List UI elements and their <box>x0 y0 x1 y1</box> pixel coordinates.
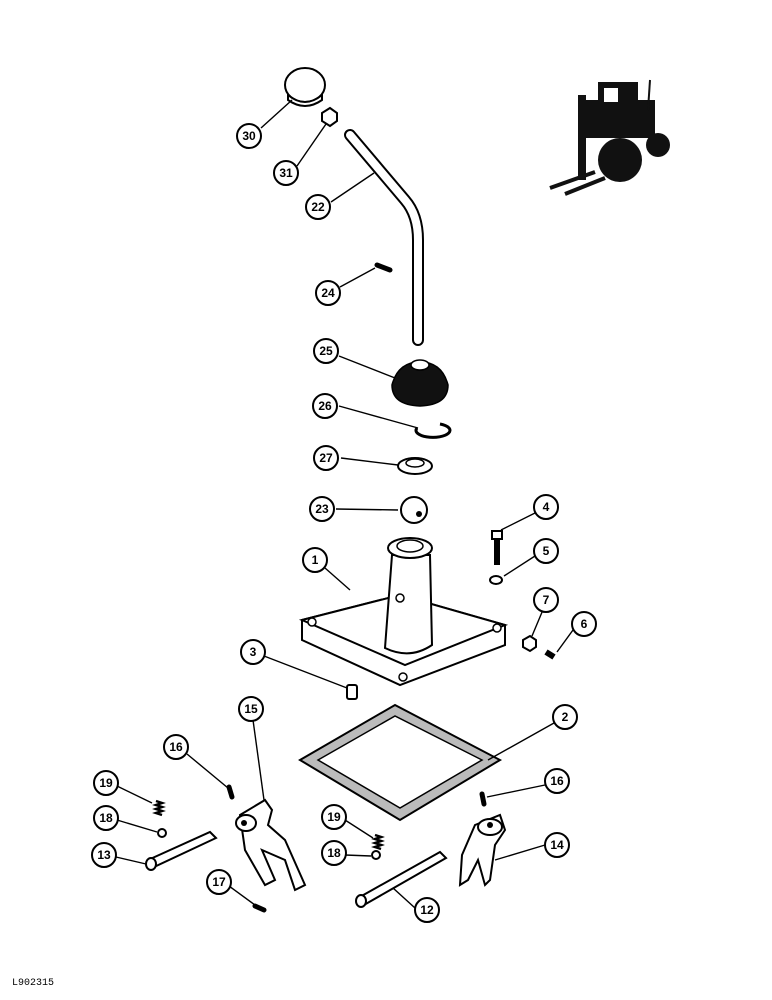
callout-25: 25 <box>313 338 339 364</box>
callout-26: 26 <box>312 393 338 419</box>
svg-text:18: 18 <box>327 846 341 860</box>
svg-text:16: 16 <box>169 740 183 754</box>
gasket <box>298 703 503 822</box>
forklift-thumbnail-icon <box>549 79 670 196</box>
callout-1: 1 <box>302 547 328 573</box>
svg-text:1: 1 <box>312 553 319 567</box>
svg-text:27: 27 <box>319 451 333 465</box>
detent-spring-right <box>371 833 385 851</box>
svg-text:12: 12 <box>420 903 434 917</box>
shift-lever <box>344 129 424 346</box>
roll-pin-left <box>226 784 235 800</box>
svg-text:19: 19 <box>99 776 113 790</box>
callout-18-right: 18 <box>321 840 347 866</box>
bushing <box>397 457 433 475</box>
svg-text:22: 22 <box>311 200 325 214</box>
detent-ball-right <box>371 850 381 860</box>
lock-washer <box>489 575 503 585</box>
shift-knob <box>284 67 326 107</box>
svg-text:16: 16 <box>550 774 564 788</box>
callout-3: 3 <box>240 639 266 665</box>
svg-text:5: 5 <box>543 544 550 558</box>
svg-text:3: 3 <box>250 645 257 659</box>
reference-code: L902315 <box>12 978 55 989</box>
callout-27: 27 <box>313 445 339 471</box>
hex-nut <box>522 634 537 653</box>
svg-text:25: 25 <box>319 344 333 358</box>
callout-30: 30 <box>236 123 262 149</box>
callout-19-right: 19 <box>321 804 347 830</box>
dowel-pin <box>346 684 358 700</box>
svg-text:31: 31 <box>279 166 293 180</box>
svg-text:18: 18 <box>99 811 113 825</box>
roll-pin-right <box>479 791 487 807</box>
shift-fork-right <box>458 813 507 887</box>
callout-7: 7 <box>533 587 559 613</box>
svg-text:14: 14 <box>550 838 564 852</box>
svg-text:24: 24 <box>321 286 335 300</box>
svg-text:26: 26 <box>318 399 332 413</box>
svg-text:30: 30 <box>242 129 256 143</box>
shift-tower-housing <box>298 537 509 687</box>
shift-rail-left <box>145 830 218 871</box>
svg-text:23: 23 <box>315 502 329 516</box>
svg-text:19: 19 <box>327 810 341 824</box>
roll-pin <box>374 262 393 273</box>
callout-4: 4 <box>533 494 559 520</box>
set-screw <box>544 649 556 660</box>
callout-23: 23 <box>309 496 335 522</box>
svg-text:17: 17 <box>212 875 226 889</box>
rubber-boot <box>391 359 449 407</box>
pivot-ball <box>400 496 428 524</box>
callout-31: 31 <box>273 160 299 186</box>
callout-16-left: 16 <box>163 734 189 760</box>
shift-fork-left <box>235 798 307 892</box>
detent-spring-left <box>152 799 166 817</box>
svg-text:7: 7 <box>543 593 550 607</box>
callout-5: 5 <box>533 538 559 564</box>
cap-screw <box>491 530 503 565</box>
detent-ball-left <box>157 828 167 838</box>
callout-15: 15 <box>238 696 264 722</box>
callout-24: 24 <box>315 280 341 306</box>
svg-text:6: 6 <box>581 617 588 631</box>
callout-13: 13 <box>91 842 117 868</box>
interlock-pin <box>252 903 267 913</box>
callout-6: 6 <box>571 611 597 637</box>
callout-17: 17 <box>206 869 232 895</box>
snap-ring <box>414 422 452 439</box>
callout-22: 22 <box>305 194 331 220</box>
svg-text:13: 13 <box>97 848 111 862</box>
svg-text:15: 15 <box>244 702 258 716</box>
leader-lines <box>115 99 574 909</box>
callout-14: 14 <box>544 832 570 858</box>
callout-16-right: 16 <box>544 768 570 794</box>
svg-text:4: 4 <box>543 500 550 514</box>
callout-19-left: 19 <box>93 770 119 796</box>
callout-2: 2 <box>552 704 578 730</box>
svg-text:2: 2 <box>562 710 569 724</box>
jam-nut <box>321 106 338 128</box>
callout-18-left: 18 <box>93 805 119 831</box>
shift-rail-right <box>355 850 448 908</box>
callout-12: 12 <box>414 897 440 923</box>
